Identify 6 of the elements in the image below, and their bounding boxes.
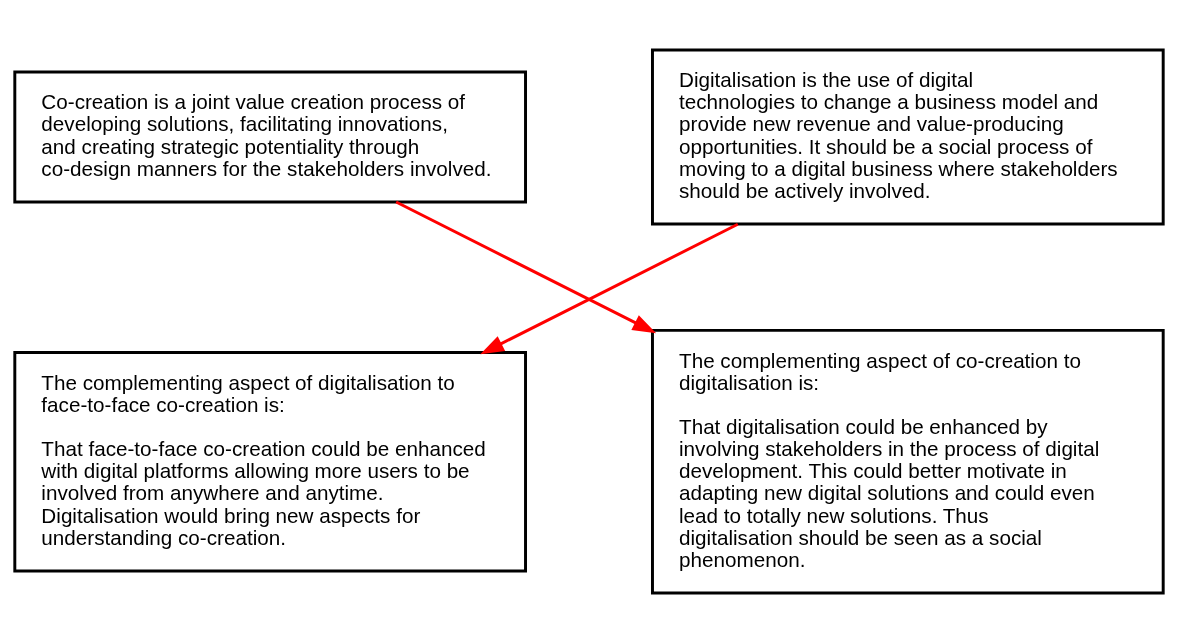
node-box: Digitalisation is the use of digital technologies to change a business model and provide new revenue and value-producing opportunities. It should be a social process of moving to a digital business where stakeholders should be actively involved. [651,47,1165,226]
arrow [480,222,739,354]
arrow [395,200,657,333]
node-box: The complementing aspect of co-creation to digitalisation is: That digitalisation could be enhanced by involving stakeholders in the process of digital development. This could better motivate in adapting new digital solutions and could even lead to totally new solutions. Thus digitalisation should be seen as a social phenomenon. [651,328,1165,595]
node-box: The complementing aspect of digitalisation to face-to-face co-creation is: That face-to-face co-creation could be enhanced with digital platforms allowing more users to be involved from anywhere and anytime. Digitalisation would bring new aspects for understanding co-creation. [13,350,527,572]
node-box: Co-creation is a joint value creation process of developing solutions, facilitating innovations, and creating strategic potentiality through co-design manners for the stakeholders involved. [13,70,527,203]
